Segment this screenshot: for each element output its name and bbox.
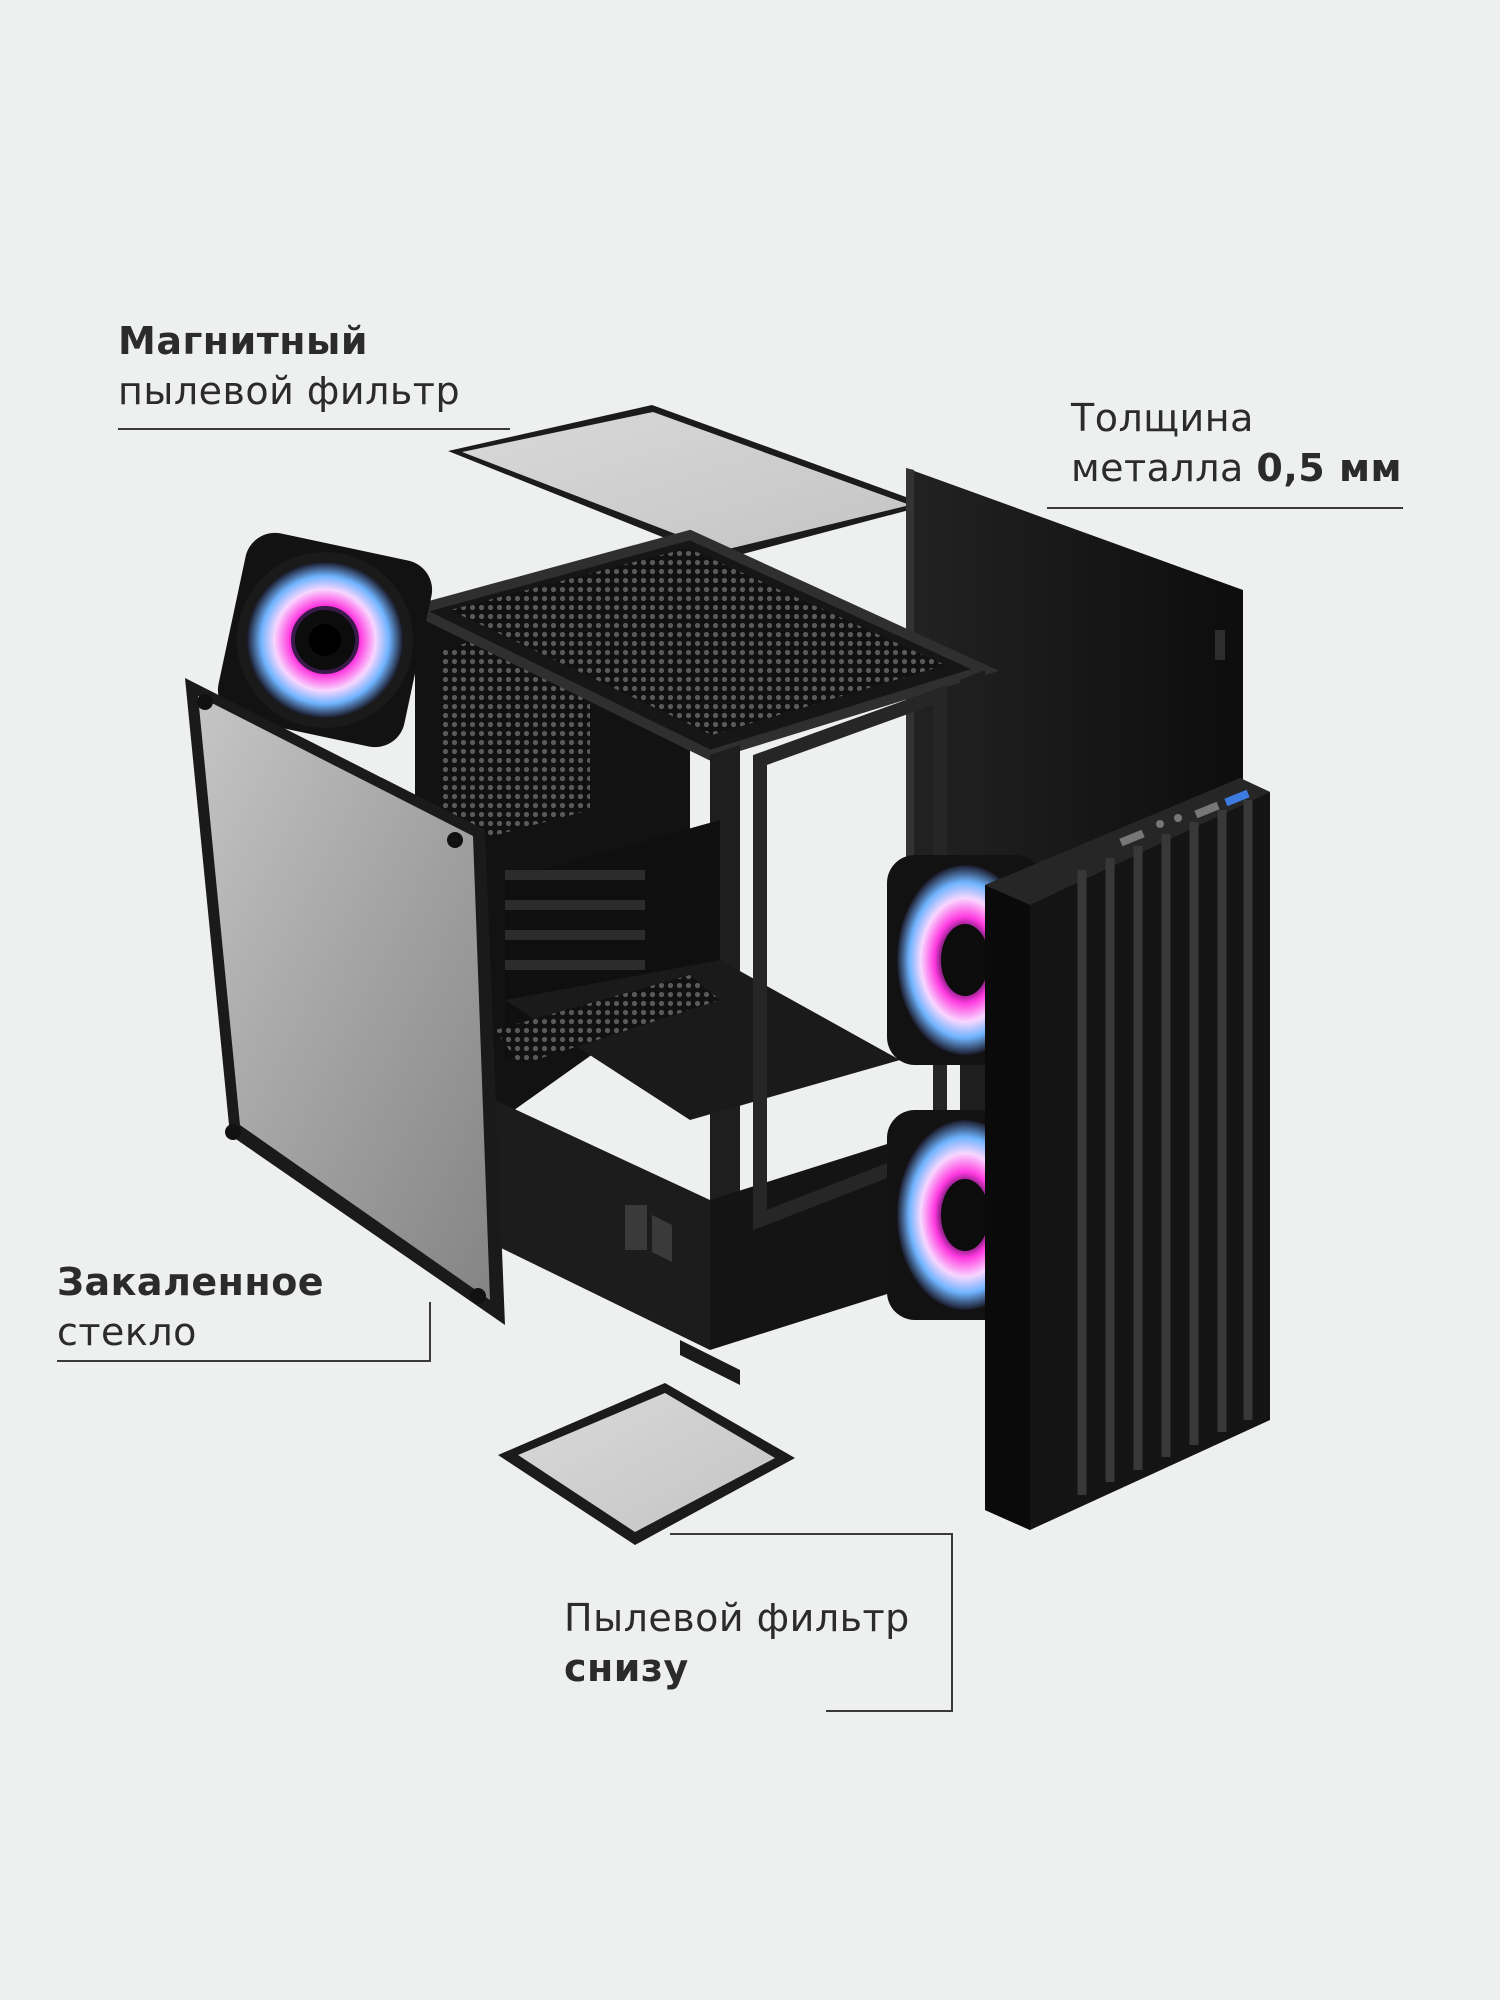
tempered-glass-panel [185, 678, 505, 1325]
callout-metal-line1: Толщина [1071, 396, 1254, 440]
callout-bottom-filter-leader-bottom [826, 1710, 953, 1712]
callout-bottom-filter-leader-top [670, 1533, 953, 1535]
brand-logo-icon [625, 1205, 672, 1262]
callout-glass-leader [429, 1302, 431, 1362]
callout-bottom-filter: Пылевой фильтр снизу [564, 1593, 910, 1693]
callout-glass-line2: стекло [57, 1310, 197, 1354]
callout-top-filter-underline [118, 428, 510, 430]
callout-top-filter-line1: Магнитный [118, 319, 368, 363]
callout-bottom-filter-leader-side [951, 1533, 953, 1712]
callout-metal-thickness: 0,5 мм [1256, 446, 1403, 490]
callout-bottom-filter-line1: Пылевой фильтр [564, 1596, 910, 1640]
callout-metal: Толщина металла 0,5 мм [1071, 393, 1402, 493]
bottom-dust-filter [498, 1383, 795, 1545]
callout-glass-line1: Закаленное [57, 1260, 325, 1304]
callout-bottom-filter-line2: снизу [564, 1646, 689, 1690]
front-io-ports [1119, 789, 1250, 847]
callout-glass-underline [57, 1360, 431, 1362]
callout-glass: Закаленное стекло [57, 1257, 324, 1357]
front-panel [985, 778, 1270, 1530]
top-dust-filter [448, 405, 928, 560]
callout-metal-line2-prefix: металла [1071, 446, 1257, 490]
rear-rgb-fan [217, 532, 433, 748]
callout-top-filter: Магнитный пылевой фильтр [118, 316, 460, 416]
callout-top-filter-line2: пылевой фильтр [118, 369, 461, 413]
callout-metal-underline [1047, 507, 1403, 509]
